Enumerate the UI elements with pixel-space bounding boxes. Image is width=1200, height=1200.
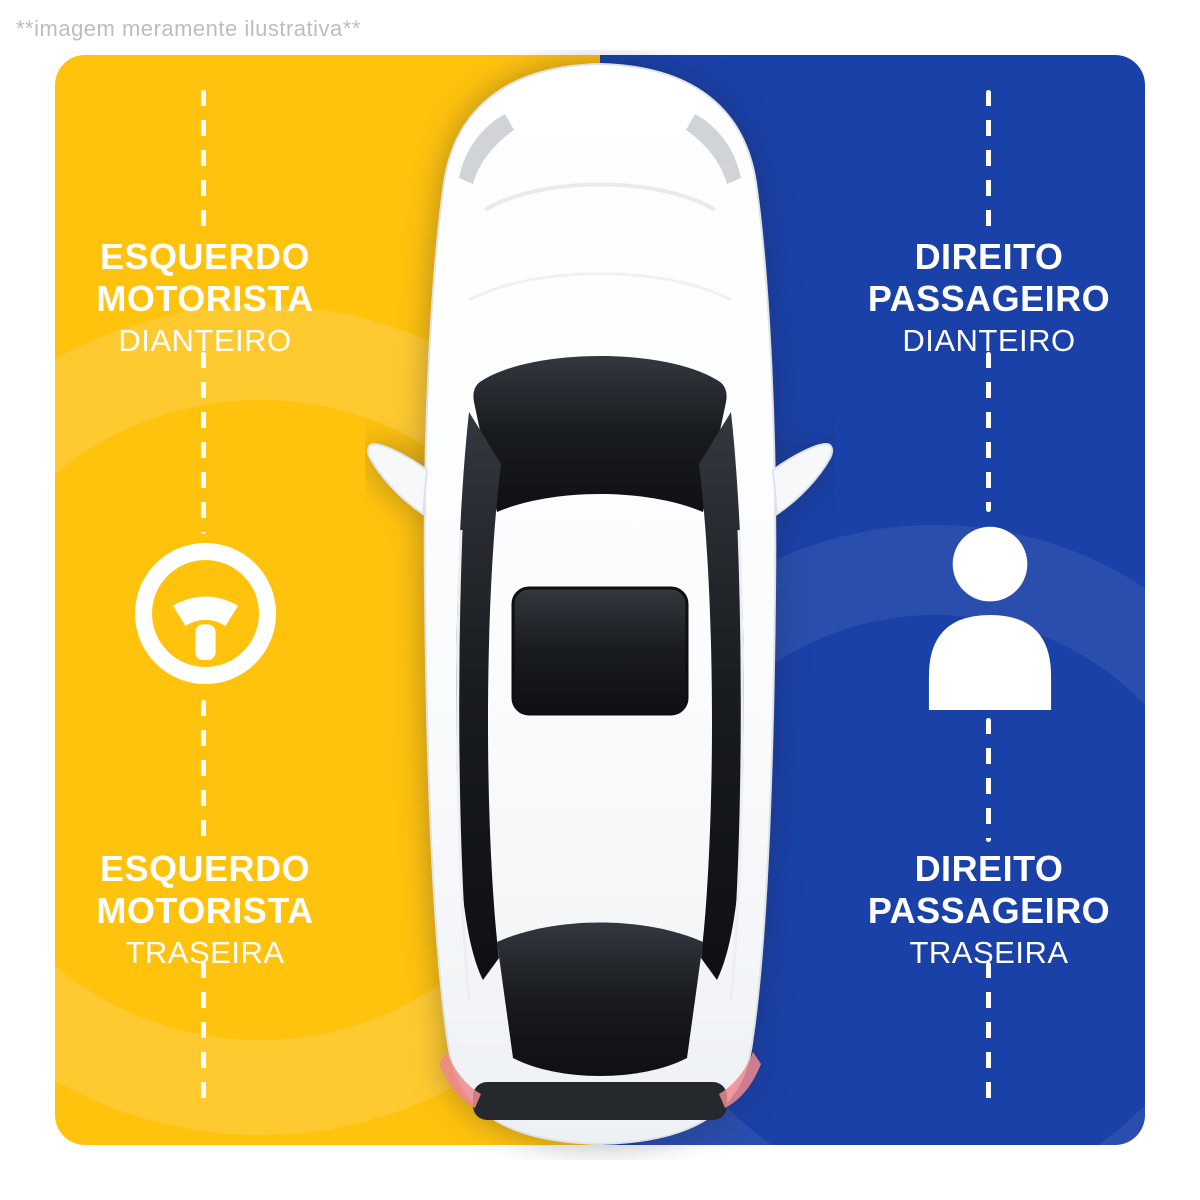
right-taillight <box>719 1052 761 1108</box>
label-rear-right: DIREITO PASSAGEIRO TRASEIRA <box>824 848 1154 972</box>
label-front-left: ESQUERDO MOTORISTA DIANTEIRO <box>40 236 370 360</box>
label-line: TRASEIRA <box>125 934 285 970</box>
rear-bumper-trim <box>473 1082 727 1120</box>
car-top-view-illustration <box>365 50 835 1165</box>
label-line: DIANTEIRO <box>118 322 292 358</box>
label-front-right: DIREITO PASSAGEIRO DIANTEIRO <box>824 236 1154 360</box>
right-dashed-line <box>986 962 991 1110</box>
rear-window-glass <box>497 922 703 1076</box>
disclaimer-text: **imagem meramente ilustrativa** <box>16 16 361 41</box>
left-mirror <box>366 442 429 516</box>
left-dashed-line <box>201 352 206 534</box>
label-rear-left: ESQUERDO MOTORISTA TRASEIRA <box>40 848 370 972</box>
label-line: PASSAGEIRO <box>867 889 1111 931</box>
steering-wheel-icon <box>128 536 283 696</box>
right-dashed-line <box>986 90 991 232</box>
label-line: DIANTEIRO <box>902 322 1076 358</box>
label-line: PASSAGEIRO <box>867 277 1111 319</box>
label-line: DIREITO <box>914 848 1064 889</box>
label-line: MOTORISTA <box>96 889 314 931</box>
label-line: ESQUERDO <box>99 848 311 889</box>
label-line: TRASEIRA <box>909 934 1069 970</box>
sunroof-glass <box>511 586 689 716</box>
right-side-glass <box>699 412 744 980</box>
person-icon <box>905 520 1075 715</box>
right-dashed-line <box>986 352 991 512</box>
right-mirror <box>771 442 834 516</box>
label-line: DIREITO <box>914 236 1064 277</box>
right-dashed-line <box>986 718 991 842</box>
windshield-glass <box>473 356 727 512</box>
left-taillight <box>439 1052 481 1108</box>
left-dashed-line <box>201 90 206 228</box>
left-dashed-line <box>201 700 206 842</box>
left-dashed-line <box>201 962 206 1110</box>
label-line: ESQUERDO <box>99 236 311 277</box>
left-side-glass <box>456 412 501 980</box>
label-line: MOTORISTA <box>96 277 314 319</box>
